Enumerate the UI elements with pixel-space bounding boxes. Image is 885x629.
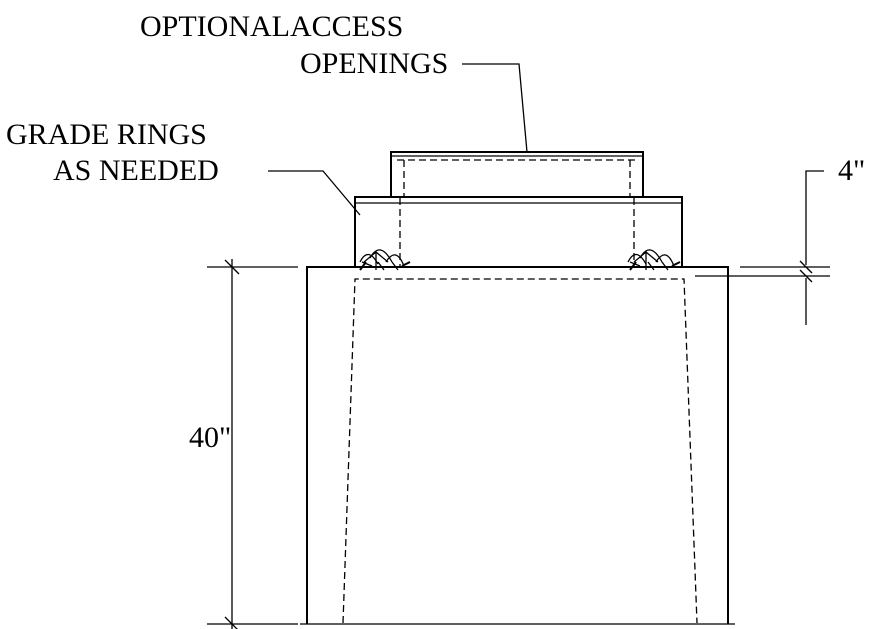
grade-ring — [354, 196, 683, 268]
grade-label-line2: AS NEEDED — [53, 154, 219, 187]
ring-dimension-label: 4" — [838, 154, 866, 187]
access-riser — [390, 151, 644, 198]
ring-dimension — [695, 170, 830, 325]
access-leader — [462, 63, 528, 153]
fastener-left-icon — [359, 249, 411, 271]
height-dimension-label: 40" — [189, 421, 232, 454]
hidden-cavity — [342, 278, 698, 624]
height-dimension — [207, 259, 298, 629]
fastener-right-icon — [627, 249, 681, 271]
grade-label-line1: GRADE RINGS — [6, 118, 207, 151]
access-label-line1: OPTIONALACCESS — [140, 10, 404, 43]
access-label-line2: OPENINGS — [300, 47, 449, 80]
base-body — [300, 266, 735, 625]
grade-leader — [268, 170, 361, 216]
